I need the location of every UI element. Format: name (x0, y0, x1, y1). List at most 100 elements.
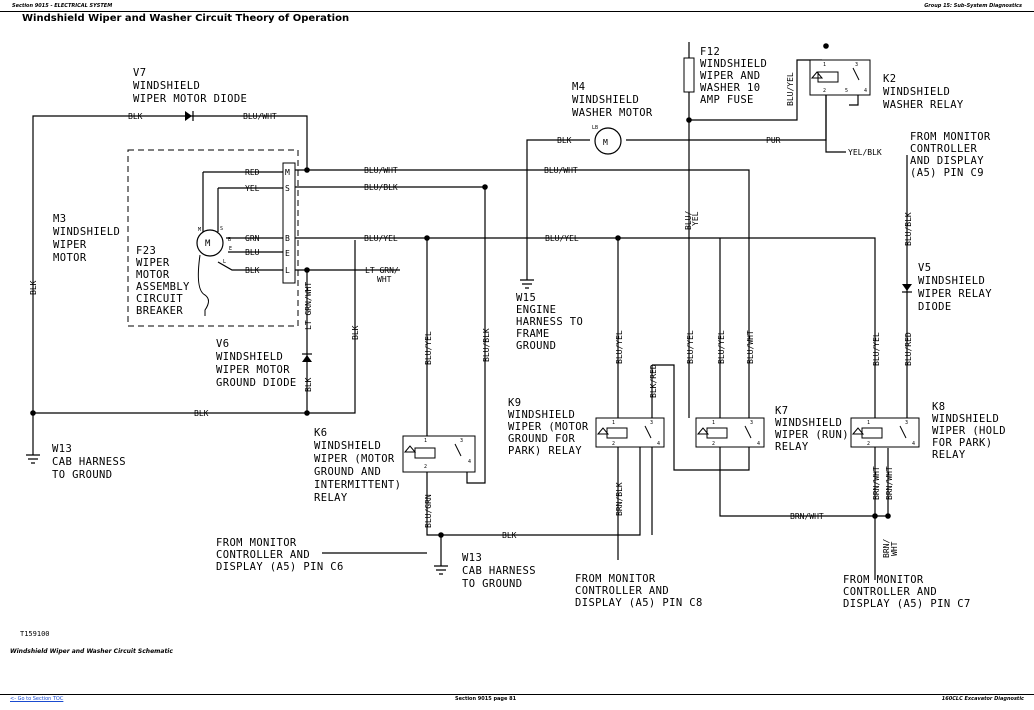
k2-t4: 4 (864, 88, 867, 94)
c9-line1: FROM MONITOR (910, 131, 991, 143)
v6-ref: V6 (216, 338, 229, 350)
w13a-name: CAB HARNESS (52, 456, 126, 468)
f23-ref: F23 (136, 245, 156, 257)
pin-blk: BLK (245, 266, 260, 275)
v5-ref: V5 (918, 262, 931, 274)
wire-yel-blk: YEL/BLK (848, 148, 882, 157)
w15-name3: FRAME (516, 328, 550, 340)
term-s: S (220, 226, 223, 232)
k7-ref: K7 (775, 405, 788, 417)
junction-dot (482, 184, 488, 190)
v7-diode-symbol (185, 111, 192, 121)
k8-name: WINDSHIELD (932, 413, 999, 425)
m4-name2: WASHER MOTOR (572, 107, 653, 119)
junction-dot (304, 267, 310, 273)
wire-pur: PUR (766, 136, 781, 145)
k8-name2: WIPER (HOLD (932, 425, 1006, 437)
v7-name: WINDSHIELD (133, 80, 200, 92)
f12-name3: WASHER 10 (700, 82, 761, 94)
wire-blk-bottom: BLK (194, 409, 209, 418)
m3-assembly-box (127, 149, 299, 327)
c8-line2: CONTROLLER AND (575, 585, 669, 597)
junction-dot (424, 235, 430, 241)
k6-name4: INTERMITTENT) (314, 479, 401, 491)
k2-t2: 2 (823, 88, 826, 94)
k8-ref: K8 (932, 401, 945, 413)
w13b-name2: TO GROUND (462, 578, 523, 590)
w13a-ref: W13 (52, 443, 72, 455)
c9-line4: (A5) PIN C9 (910, 167, 984, 179)
w15-ref: W15 (516, 292, 536, 304)
junction-dot (686, 117, 692, 123)
k6-ref: K6 (314, 427, 327, 439)
junction-dot (823, 43, 829, 49)
w13a-name2: TO GROUND (52, 469, 113, 481)
wire-blu-blk: BLU/BLK (364, 183, 398, 192)
f23-name3: ASSEMBLY (136, 281, 190, 293)
vwire-blu-yel-k7a: BLU/YEL (686, 330, 695, 364)
w15-name: ENGINE (516, 304, 556, 316)
k6-t3: 3 (460, 438, 463, 444)
k6-name3: GROUND AND (314, 466, 381, 478)
k9-name3: GROUND FOR (508, 433, 575, 445)
junction-dot (885, 513, 891, 519)
wires (32, 42, 908, 580)
k9-name2: WIPER (MOTOR (508, 421, 589, 433)
term-e: E (229, 246, 232, 252)
section-toc-link[interactable]: <- Go to Section TOC (10, 696, 64, 702)
wire-blu-yel-2: BLU/YEL (545, 234, 579, 243)
k2-ref: K2 (883, 73, 896, 85)
ground-symbols (26, 279, 534, 575)
motor-m-glyph: M (205, 239, 211, 249)
code-b: B (285, 234, 290, 243)
w13b-ref: W13 (462, 552, 482, 564)
k6-name5: RELAY (314, 492, 348, 504)
header-rule (0, 11, 1034, 12)
vwire-blu-split-2: YEL (691, 211, 700, 226)
vwire-blu-red: BLU/RED (904, 332, 913, 366)
k7-t1: 1 (712, 420, 715, 426)
vwire-brn-blk: BRN/BLK (615, 482, 624, 516)
v5-name: WINDSHIELD (918, 275, 985, 287)
c9-line3: AND DISPLAY (910, 155, 984, 167)
wire-blk-washer: BLK (557, 136, 572, 145)
k7-t2: 2 (712, 441, 715, 447)
k2-name2: WASHER RELAY (883, 99, 964, 111)
page-number: Section 9015 page 81 (455, 696, 517, 702)
vwire-blk-loop: BLK (351, 325, 360, 340)
footer-rule (0, 694, 1034, 695)
k7-name2: WIPER (RUN) (775, 429, 849, 441)
manual-name: 160CLC Excavator Diagnostic (941, 696, 1024, 702)
v6-diode-symbol (302, 355, 312, 362)
vwire-blk-red: BLK/RED (649, 364, 658, 398)
washer-motor-symbol (594, 127, 622, 155)
code-l: L (285, 266, 290, 275)
wiper-motor-symbol (196, 229, 224, 257)
relay-coils (403, 67, 907, 459)
junctions (30, 43, 891, 538)
code-m: M (285, 168, 290, 177)
vwire-brn-wht-k8a: BRN/WHT (872, 466, 881, 500)
m4-ref: M4 (572, 81, 585, 93)
vwire-brn-split-2: WHT (890, 541, 899, 556)
vwire-blu-yel-k7b: BLU/YEL (717, 330, 726, 364)
pin-blu: BLU (245, 248, 260, 257)
w13b-ground-icon (434, 565, 448, 575)
term-m: M (198, 227, 201, 233)
figure-id: T159100 (20, 630, 50, 638)
k7-t3: 3 (750, 420, 753, 426)
c7-line2: CONTROLLER AND (843, 586, 937, 598)
wire-blu-wht-1: BLU/WHT (364, 166, 398, 175)
c7-line1: FROM MONITOR (843, 574, 924, 586)
